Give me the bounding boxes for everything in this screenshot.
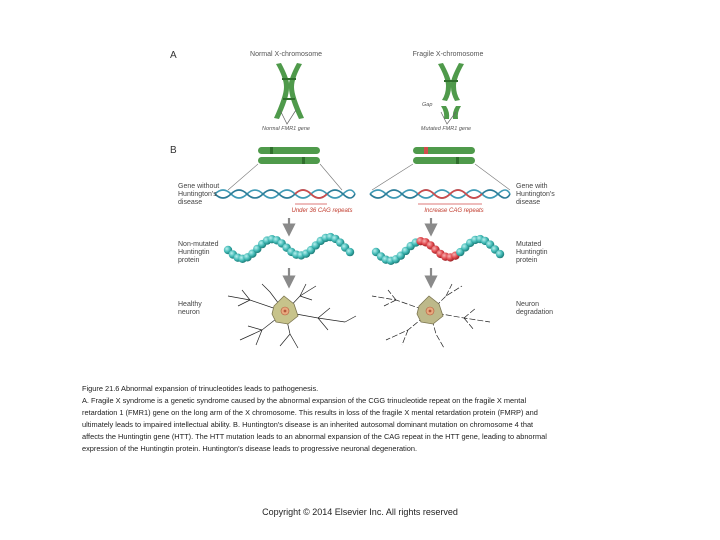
nonmutated-label: Non-mutated Huntingtin protein [178,241,220,264]
chromosome-4-right [413,147,475,164]
nonmutated-line-3: protein [178,257,200,264]
protein-bead [345,247,355,257]
figure-caption: Figure 21.6 Abnormal expansion of trinuc… [82,383,662,455]
dna-helix-left [214,189,356,199]
nonmutated-line-2: Huntingtin [178,249,210,256]
down-arrows [282,218,438,289]
caption-title: Figure 21.6 Abnormal expansion of trinuc… [82,384,319,393]
normal-gene-pointer [279,109,297,125]
degradation-line-2: degradation [516,309,553,316]
zoom-lines [227,163,511,191]
degraded-neuron [371,283,491,349]
healthy-line-1: Healthy [178,301,202,308]
panel-label-b: B [170,145,177,156]
chromosome-4-left [258,147,320,164]
healthy-neuron-label: Healthy neuron [178,301,204,316]
gene-without-line-1: Gene without [178,183,219,190]
gene-with-line-3: disease [516,199,540,206]
gene-without-label: Gene without Huntington's disease [178,183,221,206]
healthy-neuron [227,283,357,349]
gene-with-label: Gene with Huntington's disease [516,183,557,206]
mutated-gene-pointer [440,111,457,125]
gene-with-line-1: Gene with [516,183,548,190]
protein-bead [495,249,505,259]
caption-line-3: ultimately leads to impaired intellectua… [82,420,534,429]
copyright-notice: Copyright © 2014 Elsevier Inc. All right… [262,507,458,517]
panel-label-a: A [170,50,177,61]
mutated-label: Mutated Huntingtin protein [516,241,549,264]
gene-without-line-3: disease [178,199,202,206]
mutated-gene-label: Mutated FMR1 gene [421,126,471,132]
degradation-line-1: Neuron [516,301,539,308]
increase-repeats-label: Increase CAG repeats [424,208,483,214]
fragile-x-chromosome [438,63,464,119]
protein-mutated [371,234,505,265]
healthy-line-2: neuron [178,309,200,316]
caption-line-5: expression of the Huntingtin protein. Hu… [82,444,418,453]
nonmutated-line-1: Non-mutated [178,241,219,248]
neuron-degradation-label: Neuron degradation [516,301,553,316]
mutated-line-2: Huntingtin [516,249,548,256]
caption-line-1: A. Fragile X syndrome is a genetic syndr… [82,396,527,405]
mutated-line-3: protein [516,257,538,264]
normal-x-label: Normal X-chromosome [250,51,322,58]
gene-with-line-2: Huntington's [516,191,555,198]
normal-x-chromosome [274,63,304,119]
dna-helix-right [369,189,511,199]
gene-without-line-2: Huntington's [178,191,217,198]
caption-line-2: retardation 1 (FMR1) gene on the long ar… [82,408,538,417]
protein-nonmutated [223,232,355,263]
caption-line-4: affects the Huntingtin gene (HTT). The H… [82,432,547,441]
gap-label: Gap [422,102,432,108]
mutated-line-1: Mutated [516,241,541,248]
under-36-repeats-label: Under 36 CAG repeats [291,208,352,214]
normal-gene-label: Normal FMR1 gene [262,126,310,132]
fragile-x-label: Fragile X-chromosome [413,51,484,58]
